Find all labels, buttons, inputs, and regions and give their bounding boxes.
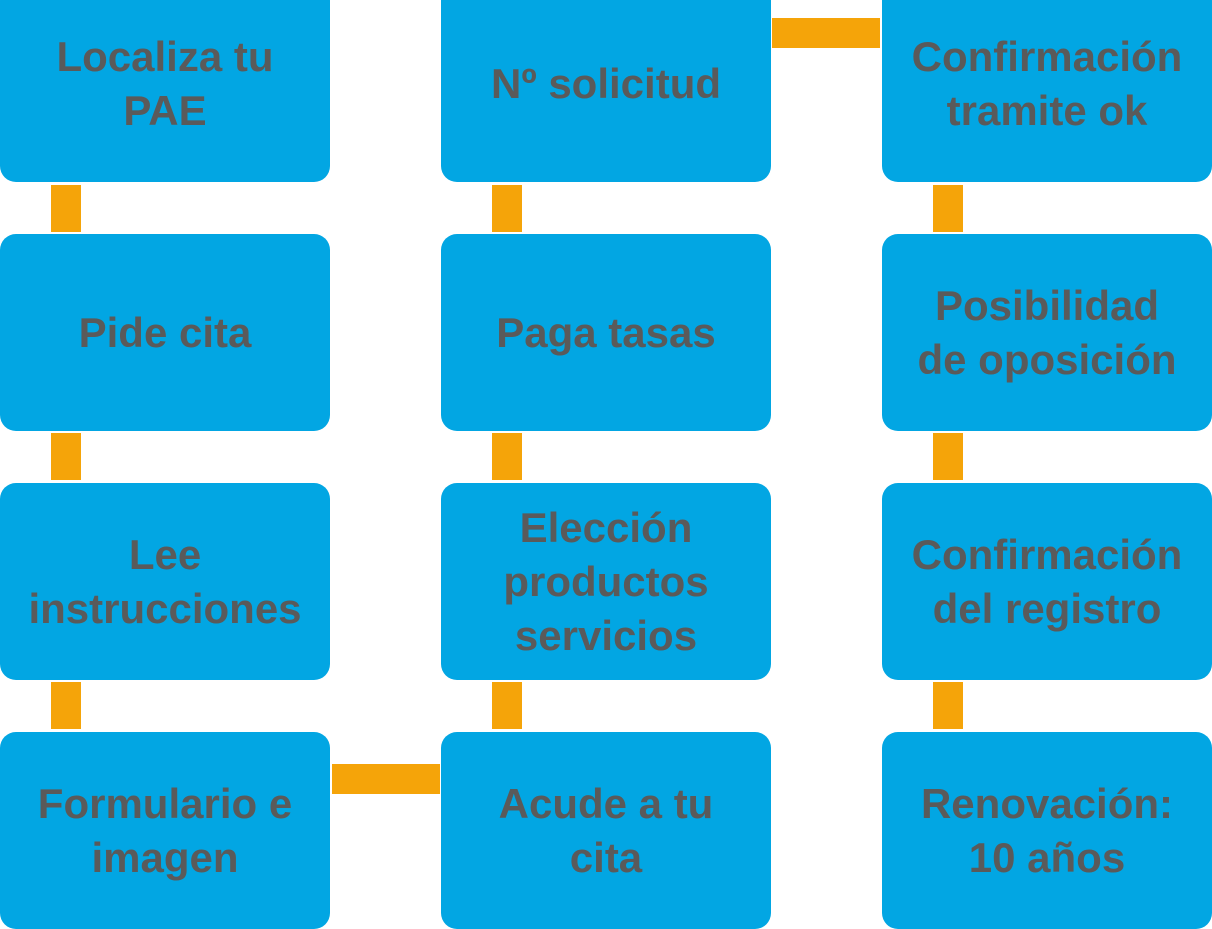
connector [933,682,963,729]
step-confirmacion-registro: Confirmación del registro [882,483,1212,680]
connector [933,433,963,480]
step-label: Nº solicitud [490,59,721,107]
step-label: Elección productos servicios [503,503,709,659]
step-confirmacion-tramite: Confirmación tramite ok [882,0,1212,182]
step-formulario-imagen: Formulario e imagen [0,732,330,929]
connector [772,18,880,48]
step-numero-solicitud: Nº solicitud [441,0,771,182]
step-renovacion: Renovación: 10 años [882,732,1212,929]
step-label: Renovación: 10 años [920,779,1174,881]
connector [51,682,81,729]
step-label: Confirmación tramite ok [911,32,1183,134]
step-eleccion-productos: Elección productos servicios [441,483,771,680]
step-localiza-pae: Localiza tu PAE [0,0,330,182]
step-lee-instrucciones: Lee instrucciones [0,483,330,680]
connector [492,433,522,480]
step-paga-tasas: Paga tasas [441,234,771,431]
step-label: Paga tasas [496,308,716,356]
step-pide-cita: Pide cita [0,234,330,431]
connector [51,433,81,480]
step-label: Pide cita [78,308,252,356]
step-label: Confirmación del registro [911,530,1183,632]
step-label: Lee instrucciones [28,530,302,632]
step-label: Localiza tu PAE [56,32,274,134]
connector [332,764,440,794]
step-label: Formulario e imagen [37,779,293,881]
step-label: Acude a tu cita [498,779,714,881]
connector [492,682,522,729]
step-label: Posibilidad de oposición [917,281,1177,383]
connector [933,185,963,232]
connector [51,185,81,232]
step-acude-cita: Acude a tu cita [441,732,771,929]
step-posibilidad-oposicion: Posibilidad de oposición [882,234,1212,431]
connector [492,185,522,232]
